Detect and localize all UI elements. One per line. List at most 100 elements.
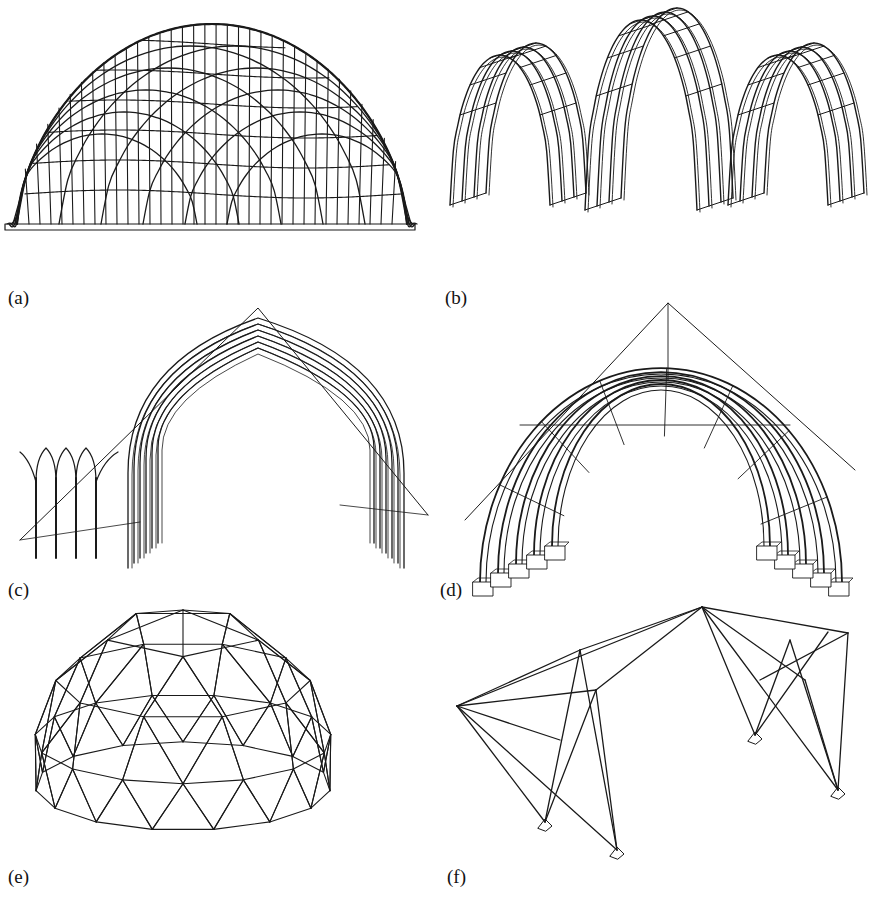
strut [182, 610, 183, 657]
pointed-arch [150, 342, 382, 553]
footing-block [775, 555, 795, 569]
strut [144, 644, 152, 695]
structure-line [348, 91, 351, 224]
pointed-arch [162, 354, 370, 543]
strut [56, 681, 80, 703]
strut [214, 780, 244, 830]
truss-member [596, 607, 702, 690]
roof-outline [465, 303, 855, 520]
pointed-arch [158, 348, 374, 543]
purlin [652, 12, 688, 24]
strut [183, 780, 243, 784]
arch-rib [767, 45, 867, 195]
structure-line [97, 70, 329, 78]
strut [243, 780, 269, 822]
purlin [541, 421, 589, 472]
base-plate [5, 224, 415, 230]
truss-member [457, 706, 545, 822]
arch-rib [612, 14, 724, 204]
structure-line [204, 25, 205, 224]
pointed-arch [138, 330, 394, 563]
arch-rib [740, 51, 840, 201]
strut [311, 753, 324, 808]
panel-label: (e) [8, 867, 29, 888]
strut [243, 703, 270, 745]
truss-member [596, 690, 617, 850]
arch-rib [588, 22, 700, 212]
truss-member [790, 640, 838, 790]
strut [36, 772, 42, 790]
strut [144, 717, 183, 784]
gridshell-dome [5, 24, 417, 230]
pointed-arch [146, 336, 386, 553]
strut [270, 769, 294, 822]
footing-block [757, 542, 781, 546]
small-arch [76, 448, 96, 482]
strut [136, 614, 143, 645]
arch-rib [486, 374, 836, 582]
small-arch [20, 452, 36, 482]
arch-rib [609, 12, 721, 202]
structure-line [182, 28, 184, 224]
strut [311, 791, 330, 809]
truss-member [457, 607, 702, 706]
column [55, 478, 57, 558]
strut [73, 769, 97, 822]
purlin [798, 56, 834, 68]
purlin [675, 46, 711, 58]
purlin [450, 193, 486, 205]
strut [123, 717, 144, 780]
strut [73, 746, 123, 757]
strut [152, 696, 183, 742]
footing-block [811, 569, 835, 573]
strut [96, 644, 144, 703]
footing-block [775, 551, 799, 555]
strut [144, 657, 183, 717]
structure-line [143, 90, 413, 224]
footing-block [811, 573, 831, 587]
purlin [619, 24, 655, 36]
roof-outline [20, 308, 428, 540]
purlin [641, 8, 677, 20]
support-base [748, 732, 762, 744]
strut [80, 658, 96, 703]
arch-rib [516, 376, 806, 564]
strut [55, 769, 73, 808]
strut [152, 696, 183, 742]
footing-block [545, 542, 569, 546]
footing-block [829, 578, 853, 582]
truss-member [805, 680, 838, 790]
purlin [808, 73, 844, 85]
strut [243, 769, 293, 780]
structure-line [11, 90, 281, 224]
arch-rib [764, 43, 864, 193]
structure-line [49, 130, 377, 138]
arch-rib [489, 45, 589, 195]
truss-member [702, 607, 805, 680]
purlin [510, 46, 546, 58]
structure-line [69, 100, 357, 108]
purlin [788, 46, 824, 58]
truss-member [702, 607, 848, 633]
strut [36, 753, 42, 791]
strut [56, 658, 80, 680]
purlin [828, 193, 864, 205]
truss-member [457, 706, 617, 850]
column [75, 478, 77, 558]
strut [123, 780, 153, 830]
strut [293, 756, 324, 772]
strut [80, 658, 96, 703]
panel-label: (c) [8, 580, 29, 601]
purlin [550, 193, 586, 205]
structure-line [315, 61, 317, 224]
pointed-arch [156, 348, 376, 548]
panel-label: (d) [440, 580, 462, 601]
strut [214, 696, 270, 704]
strut [214, 780, 244, 830]
structure-line [185, 112, 415, 227]
purlin [470, 73, 506, 85]
strut [36, 791, 55, 809]
structure-line [337, 79, 340, 224]
strut [270, 703, 292, 756]
